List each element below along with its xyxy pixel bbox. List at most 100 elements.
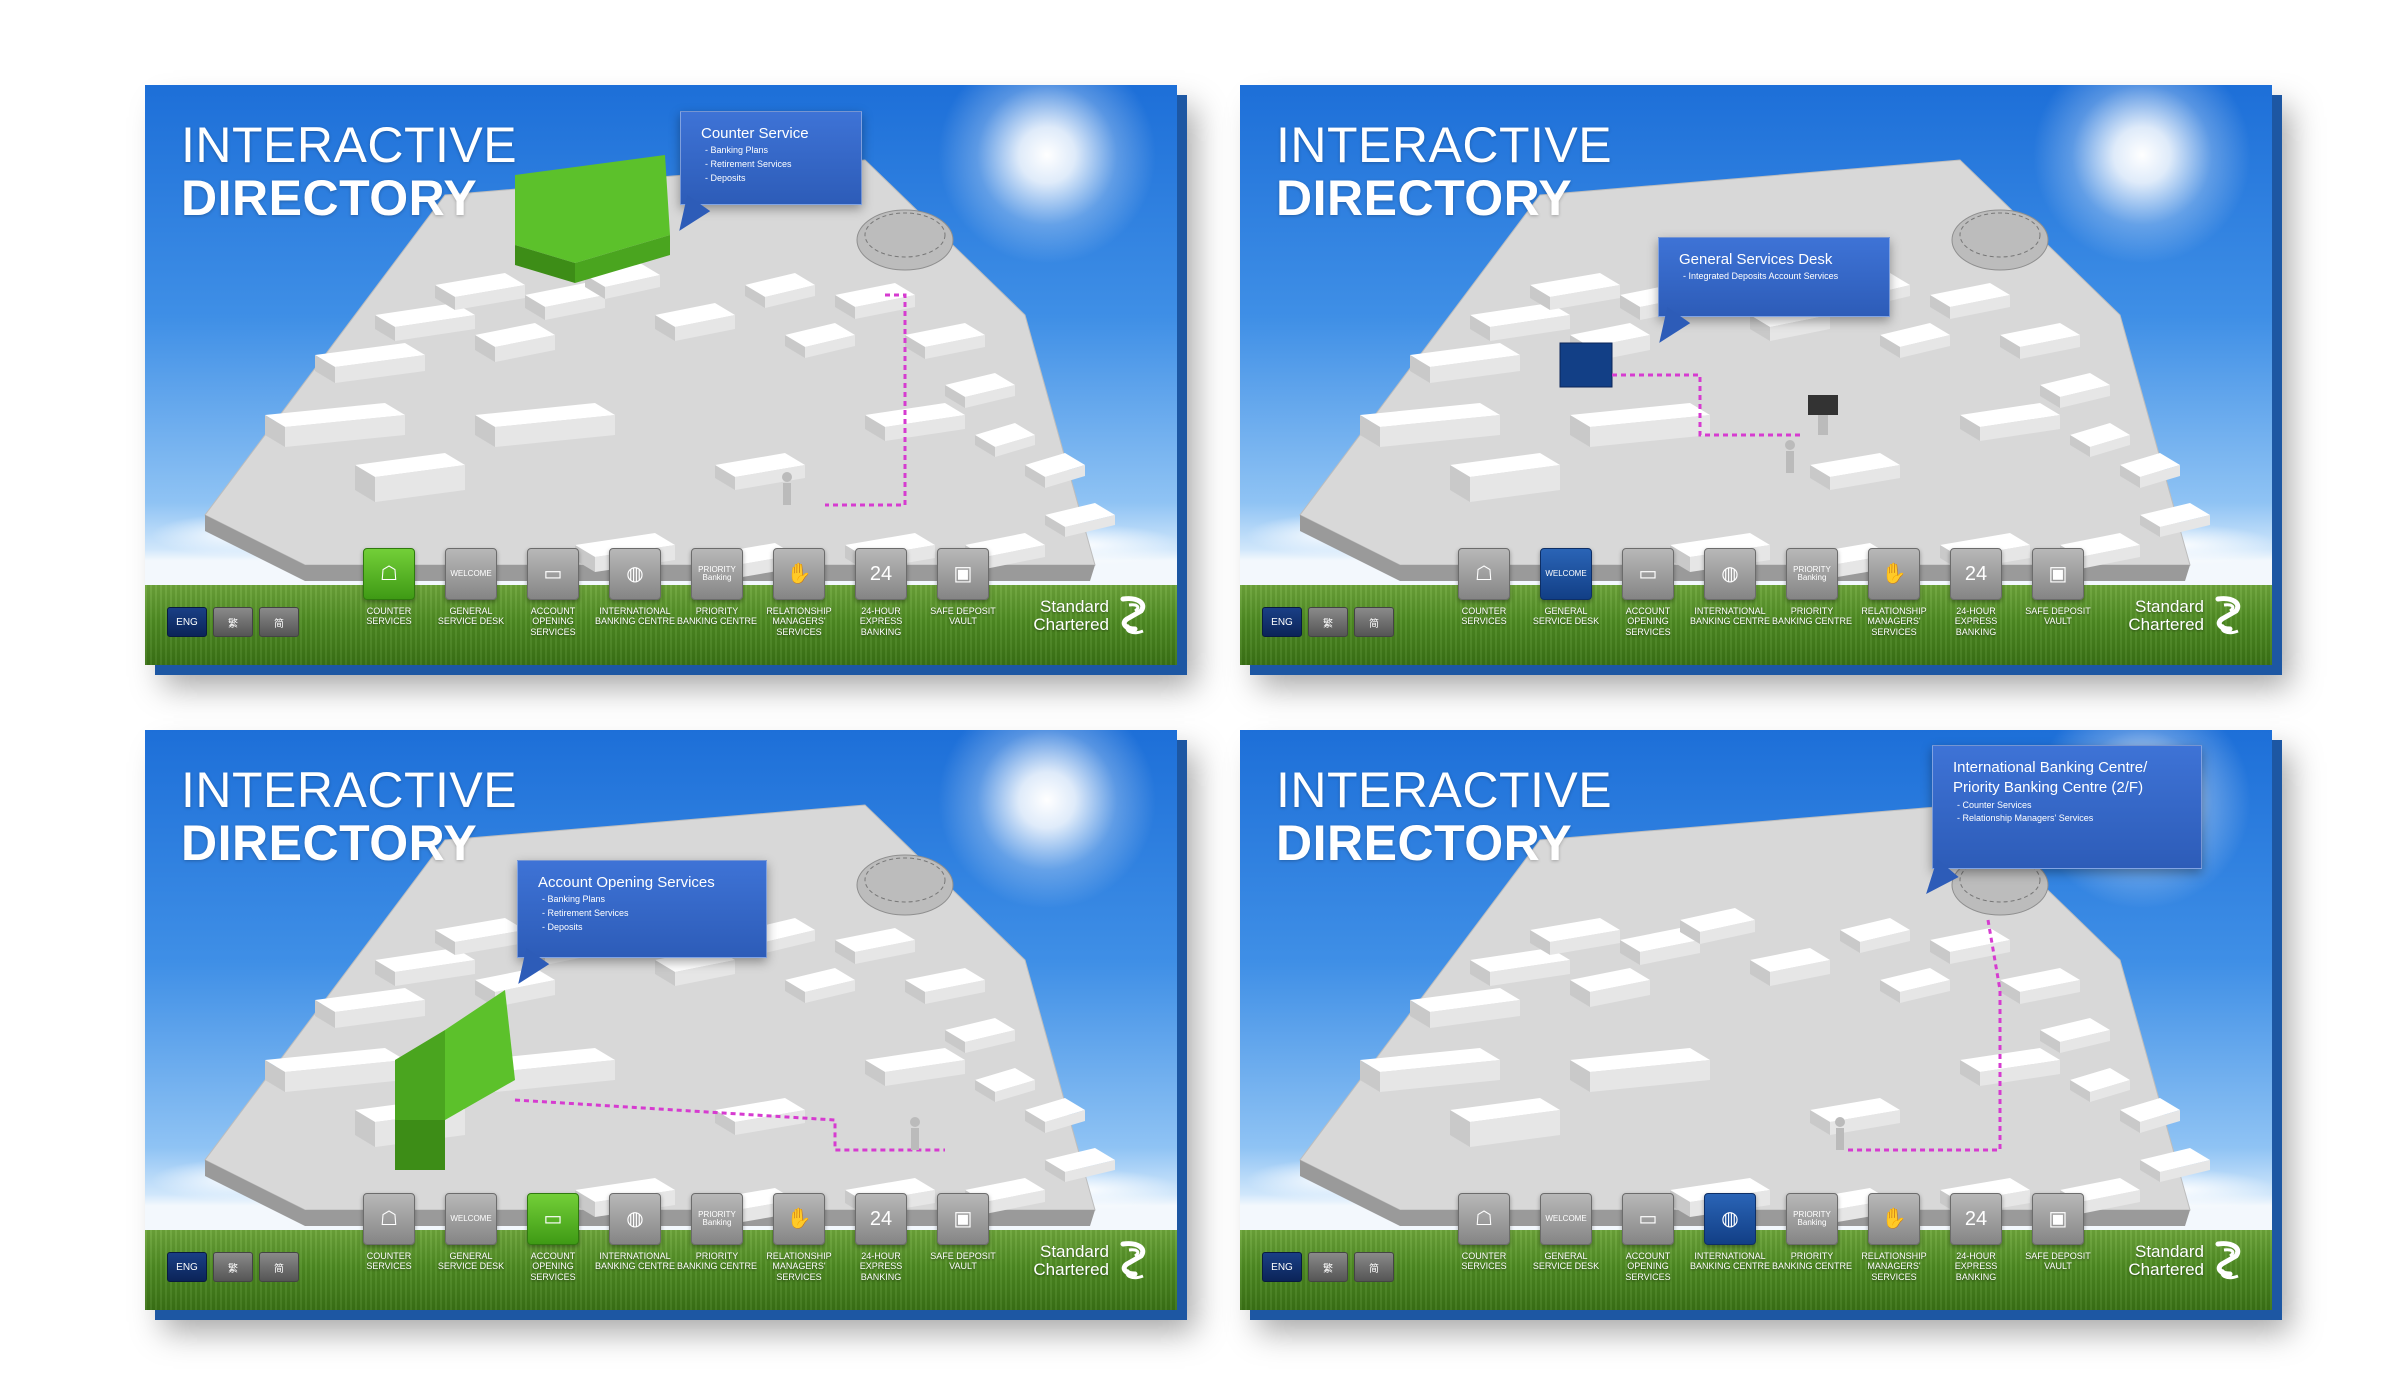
language-button[interactable]: ENG [167, 607, 207, 637]
nav-item-express[interactable]: 24 24-HOUR EXPRESS BANKING [1936, 547, 2016, 637]
nav-icon-glyph: ▭ [543, 1207, 563, 1230]
nav-item-counter[interactable]: ☖ COUNTER SERVICES [349, 1192, 429, 1282]
cards-icon[interactable]: ▭ [1622, 1192, 1674, 1245]
callout-heading: Account Opening Services [538, 874, 715, 891]
nav-item-general[interactable]: WELCOME GENERAL SERVICE DESK [1526, 547, 1606, 637]
nav-item-vault[interactable]: ▣ SAFE DEPOSIT VAULT [2018, 547, 2098, 637]
nav-item-international[interactable]: ◍ INTERNATIONAL BANKING CENTRE [1690, 1192, 1770, 1282]
nav-item-international[interactable]: ◍ INTERNATIONAL BANKING CENTRE [595, 1192, 675, 1282]
clock-24-icon[interactable]: 24 [855, 547, 907, 600]
title-line-1: INTERACTIVE [1276, 117, 1613, 173]
vault-icon[interactable]: ▣ [937, 1192, 989, 1245]
globe-icon[interactable]: ◍ [609, 1192, 661, 1245]
language-button[interactable]: ENG [1262, 607, 1302, 637]
wall-block [865, 403, 965, 441]
nav-item-counter[interactable]: ☖ COUNTER SERVICES [349, 547, 429, 637]
wall-block [2070, 423, 2130, 457]
language-button[interactable]: 繁 [1308, 607, 1348, 637]
nav-item-express[interactable]: 24 24-HOUR EXPRESS BANKING [841, 547, 921, 637]
language-button[interactable]: 简 [259, 607, 299, 637]
vault-icon[interactable]: ▣ [2032, 1192, 2084, 1245]
wall-block [1410, 988, 1520, 1028]
nav-item-relationship[interactable]: ✋ RELATIONSHIP MANAGERS' SERVICES [1854, 547, 1934, 637]
nav-item-account[interactable]: ▭ ACCOUNT OPENING SERVICES [1608, 547, 1688, 637]
handshake-icon[interactable]: ✋ [773, 1192, 825, 1245]
vault-icon[interactable]: ▣ [2032, 547, 2084, 600]
clock-24-icon[interactable]: 24 [855, 1192, 907, 1245]
nav-item-international[interactable]: ◍ INTERNATIONAL BANKING CENTRE [595, 547, 675, 637]
nav-item-counter[interactable]: ☖ COUNTER SERVICES [1444, 547, 1524, 637]
language-button[interactable]: 简 [1354, 1252, 1394, 1282]
handshake-icon[interactable]: ✋ [1868, 1192, 1920, 1245]
nav-item-account[interactable]: ▭ ACCOUNT OPENING SERVICES [513, 547, 593, 637]
wall-block [655, 303, 735, 341]
title-line-2: DIRECTORY [1276, 814, 1573, 871]
language-button[interactable]: 繁 [1308, 1252, 1348, 1282]
highlighted-counter-area [515, 155, 670, 283]
nav-item-general[interactable]: WELCOME GENERAL SERVICE DESK [431, 1192, 511, 1282]
language-button[interactable]: 繁 [213, 607, 253, 637]
welcome-desk-icon[interactable]: WELCOME [445, 1192, 497, 1245]
wall-block [1570, 968, 1650, 1007]
nav-item-vault[interactable]: ▣ SAFE DEPOSIT VAULT [923, 1192, 1003, 1282]
wall-block [525, 283, 605, 320]
wall-block [1960, 1048, 2060, 1086]
cards-icon[interactable]: ▭ [527, 1192, 579, 1245]
nav-item-express[interactable]: 24 24-HOUR EXPRESS BANKING [1936, 1192, 2016, 1282]
counter-icon[interactable]: ☖ [1458, 547, 1510, 600]
wall-block [745, 273, 815, 308]
welcome-desk-icon[interactable]: WELCOME [1540, 547, 1592, 600]
language-button[interactable]: ENG [167, 1252, 207, 1282]
nav-item-general[interactable]: WELCOME GENERAL SERVICE DESK [1526, 1192, 1606, 1282]
nav-item-account[interactable]: ▭ ACCOUNT OPENING SERVICES [1608, 1192, 1688, 1282]
nav-item-vault[interactable]: ▣ SAFE DEPOSIT VAULT [923, 547, 1003, 637]
clock-24-icon[interactable]: 24 [1950, 547, 2002, 600]
counter-icon[interactable]: ☖ [1458, 1192, 1510, 1245]
language-button[interactable]: 简 [1354, 607, 1394, 637]
wall-block [1450, 453, 1560, 502]
counter-icon[interactable]: ☖ [363, 1192, 415, 1245]
language-button[interactable]: ENG [1262, 1252, 1302, 1282]
language-button[interactable]: 繁 [213, 1252, 253, 1282]
globe-icon[interactable]: ◍ [1704, 1192, 1756, 1245]
handshake-icon[interactable]: ✋ [773, 547, 825, 600]
callout-item: - Relationship Managers' Services [1957, 813, 2094, 824]
globe-icon[interactable]: ◍ [609, 547, 661, 600]
callout-item: - Deposits [542, 922, 583, 933]
globe-icon[interactable]: ◍ [1704, 547, 1756, 600]
nav-item-vault[interactable]: ▣ SAFE DEPOSIT VAULT [2018, 1192, 2098, 1282]
welcome-desk-icon[interactable]: WELCOME [1540, 1192, 1592, 1245]
nav-item-international[interactable]: ◍ INTERNATIONAL BANKING CENTRE [1690, 547, 1770, 637]
vault-icon[interactable]: ▣ [937, 547, 989, 600]
language-button[interactable]: 简 [259, 1252, 299, 1282]
cards-icon[interactable]: ▭ [527, 547, 579, 600]
nav-item-relationship[interactable]: ✋ RELATIONSHIP MANAGERS' SERVICES [759, 1192, 839, 1282]
nav-item-general[interactable]: WELCOME GENERAL SERVICE DESK [431, 547, 511, 637]
nav-icon-glyph: ✋ [1881, 562, 1907, 585]
nav-item-express[interactable]: 24 24-HOUR EXPRESS BANKING [841, 1192, 921, 1282]
wall-block [1930, 283, 2010, 319]
highlighted-account-opening-area [395, 990, 515, 1170]
nav-label: PRIORITY BANKING CENTRE [677, 605, 758, 627]
nav-item-counter[interactable]: ☖ COUNTER SERVICES [1444, 1192, 1524, 1282]
counter-icon[interactable]: ☖ [363, 547, 415, 600]
nav-label: GENERAL SERVICE DESK [437, 605, 505, 627]
cards-icon[interactable]: ▭ [1622, 547, 1674, 600]
nav-label: PRIORITY BANKING CENTRE [1772, 1250, 1853, 1272]
nav-item-relationship[interactable]: ✋ RELATIONSHIP MANAGERS' SERVICES [759, 547, 839, 637]
nav-item-account[interactable]: ▭ ACCOUNT OPENING SERVICES [513, 1192, 593, 1282]
welcome-desk-icon[interactable]: WELCOME [445, 547, 497, 600]
nav-icon-glyph: 24 [869, 562, 893, 585]
nav-item-relationship[interactable]: ✋ RELATIONSHIP MANAGERS' SERVICES [1854, 1192, 1934, 1282]
clock-24-icon[interactable]: 24 [1950, 1192, 2002, 1245]
handshake-icon[interactable]: ✋ [1868, 547, 1920, 600]
